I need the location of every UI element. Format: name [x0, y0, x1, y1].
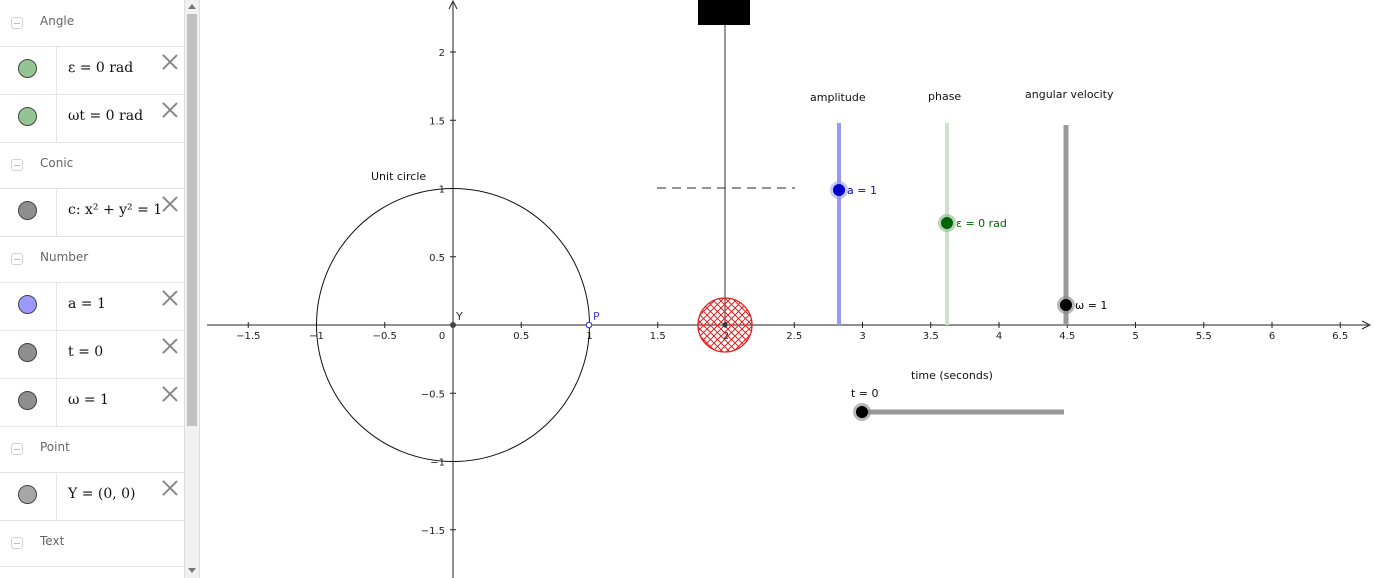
y-tick-label: 2 [439, 48, 445, 59]
x-tick-label: 0.5 [513, 331, 529, 342]
algebra-item[interactable]: ε = 0 rad [0, 46, 184, 95]
spring-anchor-block [698, 0, 750, 25]
category-conic[interactable]: Conic [0, 142, 184, 189]
delete-icon[interactable] [160, 194, 180, 214]
scrollbar-thumb[interactable] [187, 14, 197, 426]
x-tick-label: −1.5 [236, 331, 260, 342]
point-p[interactable] [585, 321, 593, 329]
visibility-dot-icon[interactable] [18, 343, 37, 362]
algebra-item[interactable]: ω = 1 [0, 378, 184, 427]
collapse-icon[interactable] [11, 253, 23, 265]
visibility-dot-icon[interactable] [18, 201, 37, 220]
algebra-expression[interactable]: a = 1 [68, 296, 106, 312]
time-axis-caption: time (seconds) [911, 369, 993, 382]
collapse-icon[interactable] [11, 159, 23, 171]
delete-icon[interactable] [160, 100, 180, 120]
angular-velocity-slider-value: ω = 1 [1075, 299, 1107, 312]
x-tick-label: 3.5 [923, 331, 939, 342]
y-tick-label: −1 [430, 458, 445, 469]
category-label: Text [40, 534, 65, 548]
category-point[interactable]: Point [0, 426, 184, 473]
x-tick-label: 1.5 [650, 331, 666, 342]
y-axis-arrow-icon [448, 0, 458, 10]
algebra-expression[interactable]: Y = (0, 0) [68, 486, 136, 502]
algebra-item[interactable]: c: x² + y² = 1 [0, 188, 184, 237]
category-angle[interactable]: Angle [0, 0, 184, 47]
collapse-icon[interactable] [11, 537, 23, 549]
phase-slider-handle[interactable] [941, 217, 953, 229]
delete-icon[interactable] [160, 478, 180, 498]
x-tick-label: 2.5 [786, 331, 802, 342]
y-tick-label: −1.5 [421, 526, 445, 537]
x-tick-label: 3 [859, 331, 865, 342]
x-axis-arrow-icon [1361, 320, 1372, 330]
point-p-label: P [593, 310, 600, 323]
collapse-icon[interactable] [11, 17, 23, 29]
collapse-icon[interactable] [11, 443, 23, 455]
y-tick-label: 1.5 [429, 116, 445, 127]
visibility-toggle[interactable] [0, 282, 57, 330]
angular-velocity-slider-handle[interactable] [1060, 299, 1072, 311]
point-y-label: Y [455, 310, 463, 323]
x-tick-label: 5 [1132, 331, 1138, 342]
delete-icon[interactable] [160, 52, 180, 72]
algebra-expression[interactable]: ω = 1 [68, 392, 109, 408]
angular-velocity-caption: angular velocity [1025, 88, 1114, 101]
algebra-item[interactable]: a = 1 [0, 282, 184, 331]
amplitude-caption: amplitude [810, 91, 866, 104]
algebra-expression[interactable]: ε = 0 rad [68, 60, 134, 76]
category-label: Number [40, 250, 89, 264]
category-label: Angle [40, 14, 75, 28]
amplitude-slider-handle[interactable] [833, 184, 845, 196]
scroll-down-arrow-icon[interactable] [188, 568, 196, 573]
visibility-dot-icon[interactable] [18, 485, 37, 504]
algebra-item[interactable]: t = 0 [0, 330, 184, 379]
visibility-toggle[interactable] [0, 378, 57, 426]
y-tick-label: 0.5 [429, 253, 445, 264]
visibility-toggle[interactable] [0, 330, 57, 378]
visibility-toggle[interactable] [0, 94, 57, 142]
algebra-expression[interactable]: c: x² + y² = 1 [68, 202, 163, 218]
time-slider-value: t = 0 [851, 387, 879, 400]
phase-slider-value: ε = 0 rad [956, 217, 1007, 230]
weight-center-point [722, 322, 728, 328]
visibility-dot-icon[interactable] [18, 59, 37, 78]
algebra-item[interactable]: Y = (0, 0) [0, 472, 184, 521]
visibility-dot-icon[interactable] [18, 295, 37, 314]
point-y[interactable] [450, 322, 456, 328]
category-label: Point [40, 440, 70, 454]
y-tick-label: −0.5 [421, 389, 445, 400]
visibility-toggle[interactable] [0, 46, 57, 94]
unit-circle-label: Unit circle [371, 170, 426, 183]
visibility-dot-icon[interactable] [18, 391, 37, 410]
amplitude-slider-value: a = 1 [847, 184, 877, 197]
time-slider-handle[interactable] [856, 406, 868, 418]
x-tick-label: 0 [439, 331, 445, 342]
x-tick-label: 4.5 [1059, 331, 1075, 342]
visibility-toggle[interactable] [0, 472, 57, 520]
x-tick-label: 6.5 [1332, 331, 1348, 342]
graphics-view[interactable]: −1.5 −1 −0.5 0 0.5 1 1.5 2 2.5 3 3.5 4 4.5 5 5.5 6 6.5 2… [200, 0, 1374, 578]
category-label: Conic [40, 156, 74, 170]
delete-icon[interactable] [160, 288, 180, 308]
x-tick-label: 4 [996, 331, 1002, 342]
visibility-dot-icon[interactable] [18, 107, 37, 126]
category-text[interactable]: Text [0, 520, 184, 567]
delete-icon[interactable] [160, 336, 180, 356]
x-tick-label: −0.5 [373, 331, 397, 342]
y-tick-label: 1 [439, 185, 445, 196]
scroll-up-arrow-icon[interactable] [188, 4, 196, 9]
algebra-expression[interactable]: t = 0 [68, 344, 104, 360]
delete-icon[interactable] [160, 384, 180, 404]
x-tick-label: 6 [1269, 331, 1275, 342]
visibility-toggle[interactable] [0, 188, 57, 236]
category-number[interactable]: Number [0, 236, 184, 283]
x-tick-label: 5.5 [1196, 331, 1212, 342]
algebra-scrollbar[interactable] [185, 0, 200, 578]
y-axis-ticks: 2 1.5 1 0.5 −0.5 −1 −1.5 [421, 48, 456, 537]
algebra-item[interactable]: ωt = 0 rad [0, 94, 184, 143]
phase-caption: phase [928, 90, 961, 103]
algebra-expression[interactable]: ωt = 0 rad [68, 108, 144, 124]
